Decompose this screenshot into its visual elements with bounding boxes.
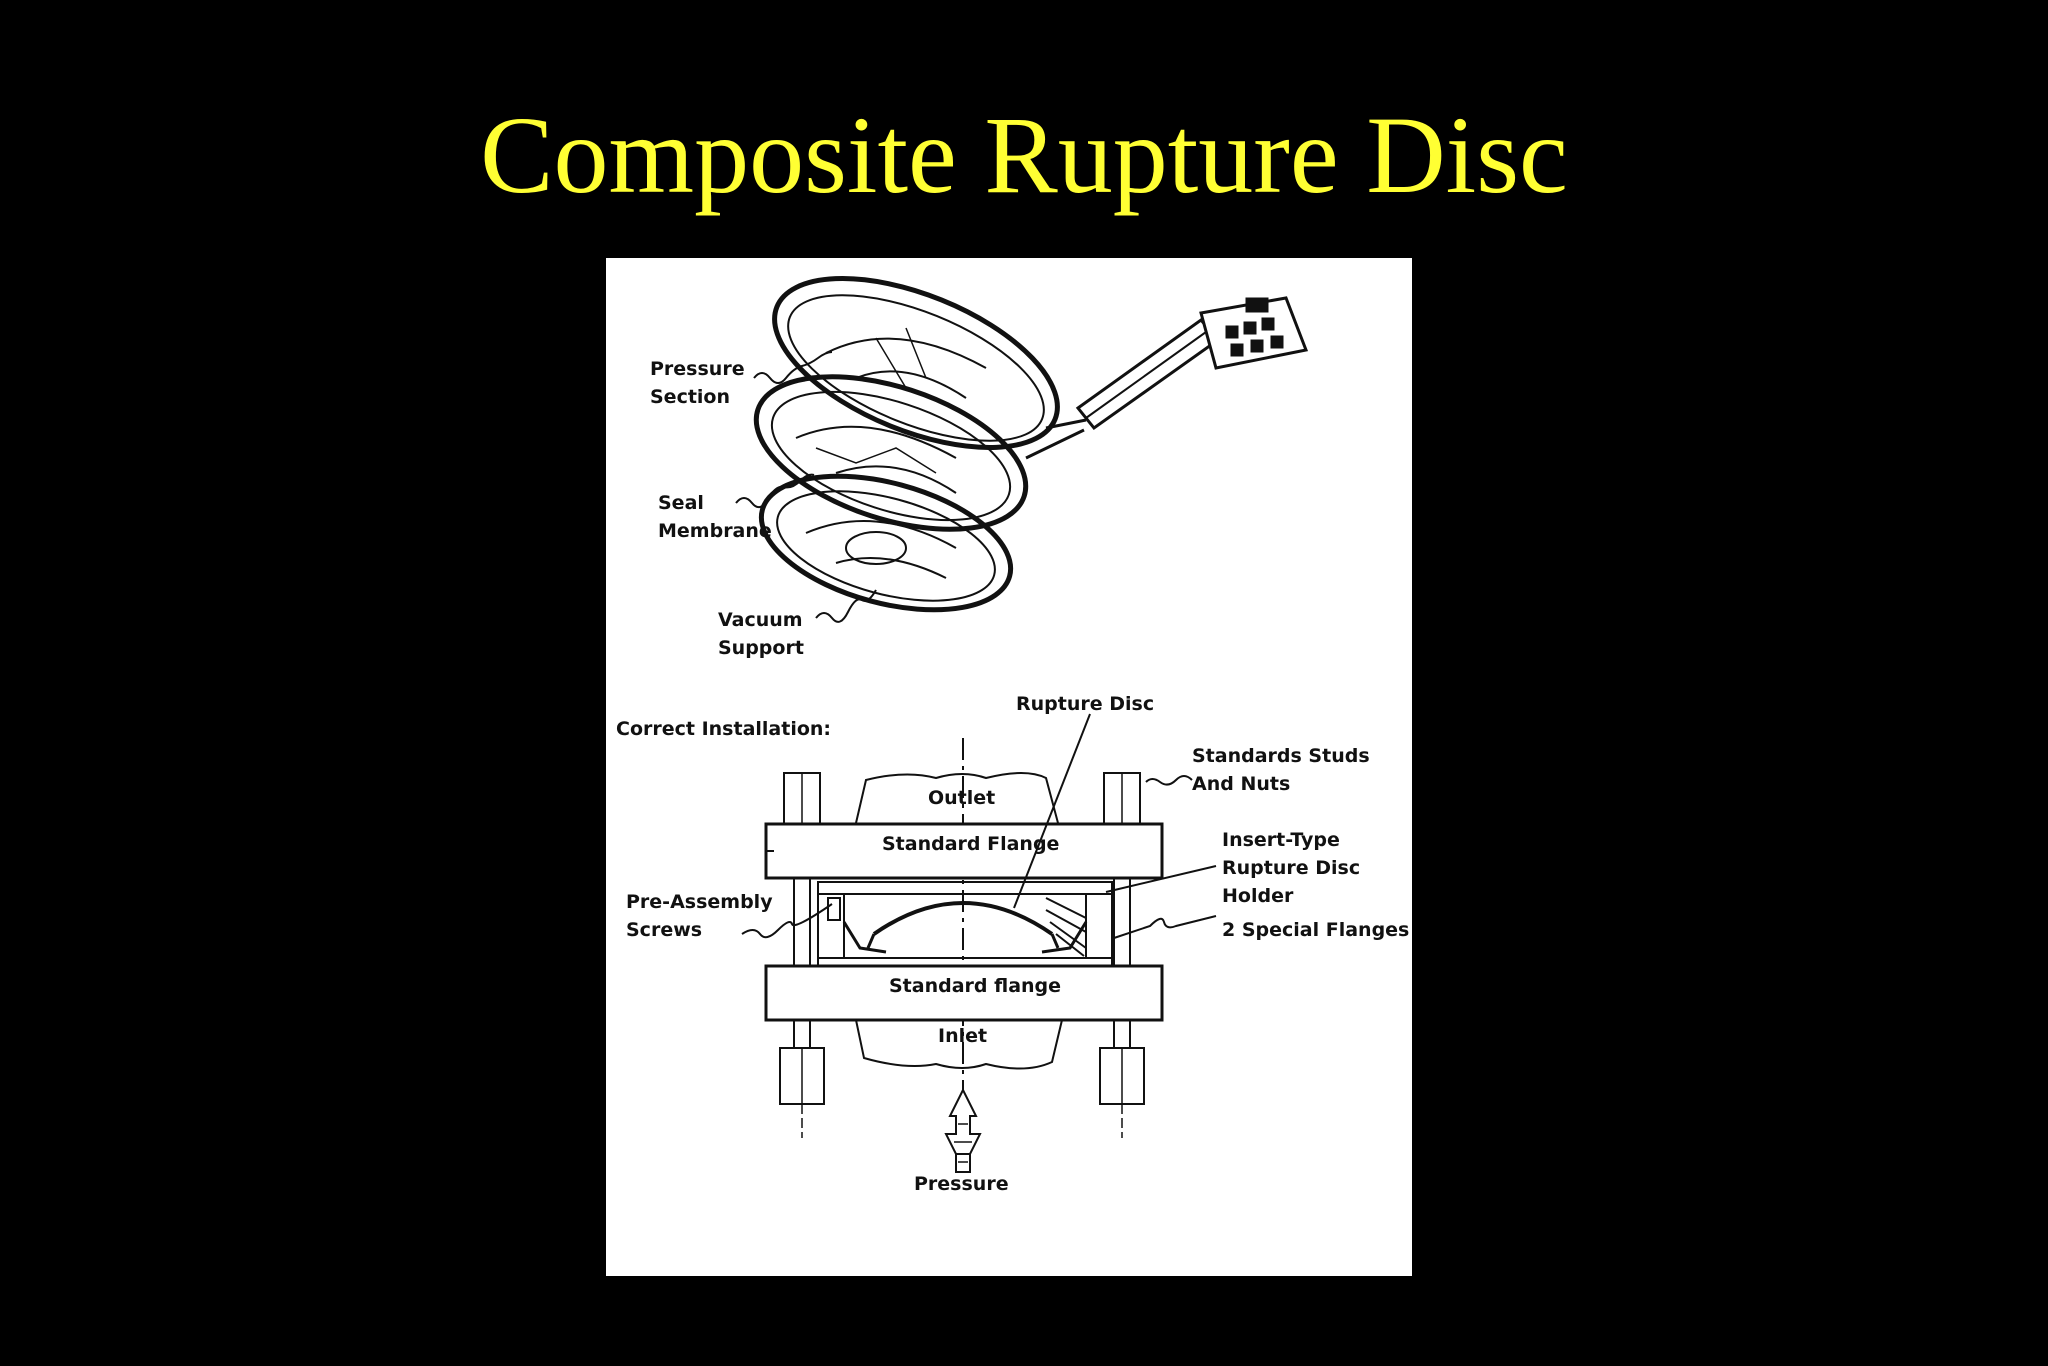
disc-tag-handle bbox=[1075, 296, 1309, 431]
label-holder: Holder bbox=[1222, 885, 1294, 907]
pressure-arrow bbox=[944, 1087, 982, 1173]
rupture-disc-dome bbox=[872, 901, 1054, 936]
label-rupture-disc-holder: Rupture Disc bbox=[1222, 857, 1360, 879]
figure-svg: Pressure Section Seal Membrane Vacuum Su… bbox=[616, 276, 1409, 1195]
label-and-nuts: And Nuts bbox=[1192, 773, 1290, 795]
pre-assembly-screw bbox=[827, 897, 841, 921]
leader-vacuum-support bbox=[815, 589, 877, 623]
disc-assembly-drawing bbox=[753, 276, 1309, 613]
label-standard-flange-top: Standard Flange bbox=[882, 833, 1059, 855]
standard-flange-top bbox=[764, 822, 1164, 880]
label-pressure-bottom: Pressure bbox=[914, 1173, 1009, 1195]
label-vacuum: Vacuum bbox=[718, 609, 803, 631]
label-pressure: Pressure bbox=[650, 358, 745, 380]
leader-pressure-section bbox=[753, 351, 833, 384]
leader-seal-membrane bbox=[735, 473, 815, 509]
leader-studs-nuts bbox=[1145, 775, 1193, 786]
label-support: Support bbox=[718, 637, 804, 659]
outlet-pipe bbox=[855, 772, 1059, 824]
label-membrane: Membrane bbox=[658, 520, 772, 542]
leader-pre-assembly bbox=[741, 903, 833, 939]
seal-membrane-ring bbox=[753, 374, 1029, 532]
leader-special-flanges bbox=[1113, 915, 1217, 939]
pressure-section-ring bbox=[772, 276, 1060, 450]
label-inlet: Inlet bbox=[938, 1025, 987, 1047]
label-section: Section bbox=[650, 386, 730, 408]
label-screws: Screws bbox=[626, 919, 702, 941]
label-correct-installation: Correct Installation: bbox=[616, 718, 831, 740]
label-standard-flange-bottom: Standard flange bbox=[889, 975, 1061, 997]
label-standards-studs: Standards Studs bbox=[1192, 745, 1370, 767]
vacuum-support-ring bbox=[758, 473, 1014, 613]
leader-insert-holder bbox=[1105, 865, 1217, 893]
slide-title: Composite Rupture Disc bbox=[480, 94, 1568, 216]
top-leader-lines bbox=[735, 351, 877, 623]
label-special-flanges: 2 Special Flanges bbox=[1222, 919, 1409, 941]
insert-holder bbox=[817, 881, 1113, 971]
bottom-leader-lines bbox=[741, 713, 1217, 939]
leader-rupture-disc bbox=[1013, 713, 1091, 909]
label-outlet: Outlet bbox=[928, 787, 995, 809]
label-rupture-disc: Rupture Disc bbox=[1016, 693, 1154, 715]
label-insert-type: Insert-Type bbox=[1222, 829, 1340, 851]
standard-flange-bottom bbox=[764, 964, 1164, 1022]
installation-section-drawing bbox=[764, 738, 1164, 1173]
label-seal: Seal bbox=[658, 492, 704, 514]
rupture-disc-figure: Pressure Section Seal Membrane Vacuum Su… bbox=[606, 258, 1412, 1276]
label-pre-assembly: Pre-Assembly bbox=[626, 891, 773, 913]
inlet-pipe bbox=[855, 1019, 1063, 1070]
